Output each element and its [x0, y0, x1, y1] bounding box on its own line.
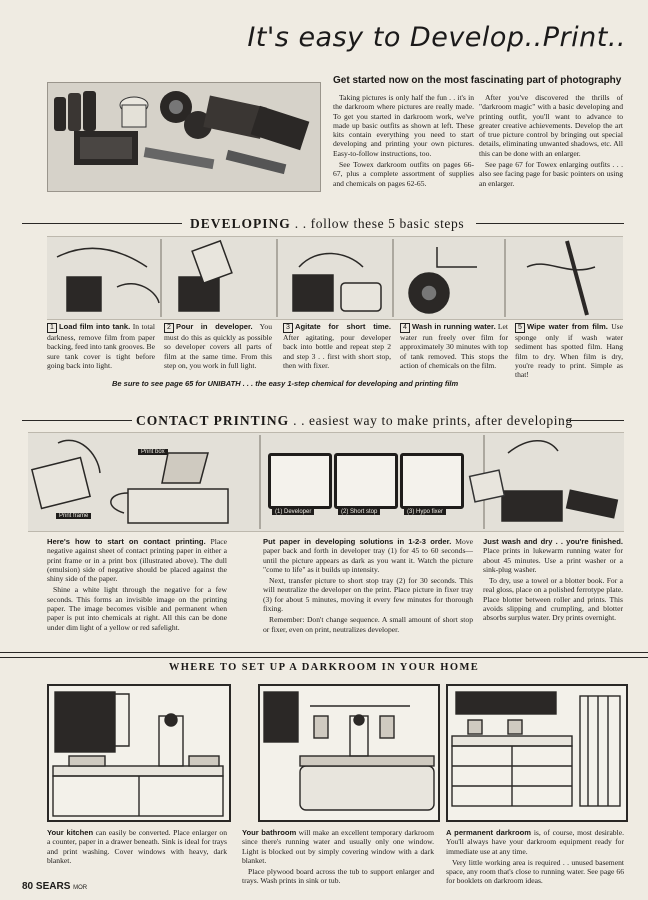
bathroom-illustration: [258, 684, 440, 822]
step-text: You must do this as quickly as possible …: [164, 322, 272, 370]
darkroom-col-1: Your kitchen can easily be converted. Pl…: [47, 828, 227, 867]
darkroom-heading: WHERE TO SET UP A DARKROOM IN YOUR HOME: [168, 662, 480, 673]
paragraph: Move paper back and forth in developer t…: [263, 537, 473, 574]
darkroom-col2-title: Your bathroom: [242, 828, 297, 837]
page-title: It's easy to Develop..Print..: [247, 22, 626, 53]
print-box-label: Print box: [138, 449, 168, 455]
kitchen-illustration: [47, 684, 231, 822]
paragraph: See Towex darkroom outfits on pages 66-6…: [333, 160, 474, 188]
contact-col-3: Just wash and dry . . you're finished. P…: [483, 537, 623, 625]
darkroom-outfit-photo: [47, 82, 321, 192]
contact-title: CONTACT PRINTING: [136, 413, 290, 428]
step-number: 1: [47, 323, 57, 333]
paragraph: Very little working area is required . .…: [446, 857, 624, 886]
step-text: Use sponge only if wash water sediment h…: [515, 322, 623, 380]
paragraph: Place plywood board across the tub to su…: [242, 867, 434, 886]
unibath-note: Be sure to see page 65 for UNIBATH . . .…: [112, 379, 459, 388]
contact-col3-title: Just wash and dry . . you're finished.: [483, 537, 623, 546]
paragraph: To dry, use a towel or a blotter book. F…: [483, 576, 623, 623]
developing-heading: DEVELOPING . . follow these 5 basic step…: [190, 216, 464, 232]
developer-tray: [268, 453, 332, 509]
contact-heading: CONTACT PRINTING . . easiest way to make…: [136, 413, 573, 429]
step-number: 3: [283, 323, 293, 333]
page-footer: 80 SEARS MOR: [22, 881, 87, 892]
intro-col-2: After you've discovered the thrills of "…: [479, 93, 623, 190]
contact-col-1: Here's how to start on contact printing.…: [47, 537, 227, 634]
step-text: In total darkness, remove film from pape…: [47, 322, 155, 370]
paragraph: Place prints in lukewarm running water f…: [483, 546, 623, 574]
contact-col1-title: Here's how to start on contact printing.: [47, 537, 206, 546]
step-title: Wipe water from film.: [527, 322, 608, 331]
paragraph: Taking pictures is only half the fun . .…: [333, 93, 474, 158]
paragraph: Next, transfer picture to short stop tra…: [263, 576, 473, 614]
darkroom-col-2: Your bathroom will make an excellent tem…: [242, 828, 434, 888]
step-number: 2: [164, 323, 174, 333]
paragraph: See page 67 for Towex enlarging outfits …: [479, 160, 623, 188]
paragraph: will make an excellent temporary darkroo…: [242, 828, 434, 865]
darkroom-col1-title: Your kitchen: [47, 828, 94, 837]
darkroom-col-3: A permanent darkroom is, of course, most…: [446, 828, 624, 888]
darkroom-col3-title: A permanent darkroom: [446, 828, 532, 837]
step-text: Let water run freely over film for appro…: [400, 322, 508, 370]
paragraph: After you've discovered the thrills of "…: [479, 93, 623, 158]
step-title: Load film into tank.: [59, 322, 131, 331]
contact-col2-title: Put paper in developing solutions in 1-2…: [263, 537, 452, 546]
contact-subtitle: . . easiest way to make prints, after de…: [293, 413, 573, 428]
developing-subtitle: . . follow these 5 basic steps: [294, 216, 465, 231]
divider: [22, 420, 132, 421]
print-frame-label: Print frame: [56, 513, 92, 519]
divider: [476, 223, 624, 224]
short-stop-tray: [334, 453, 398, 509]
intro-lead: Get started now on the most fascinating …: [333, 75, 622, 86]
catalog-code: MOR: [73, 885, 88, 891]
page-number: 80: [22, 881, 34, 892]
paragraph: Place negative against sheet of contact …: [47, 537, 227, 584]
divider: [22, 223, 182, 224]
paragraph: is, of course, most desirable. You'll al…: [446, 828, 624, 856]
paragraph: can easily be converted. Place enlarger …: [47, 828, 227, 865]
tray-label-short-stop: (2) Short stop: [338, 509, 381, 515]
step-title: Wash in running water.: [412, 322, 496, 331]
contact-illustrations: (1) Developer (2) Short stop (3) Hypo fi…: [28, 432, 624, 532]
tray-label-hypo-fixer: (3) Hypo fixer: [404, 509, 447, 515]
section-rule-double: [0, 652, 648, 658]
step-title: Pour in developer.: [176, 322, 253, 331]
step-title: Agitate for short time.: [295, 322, 391, 331]
developing-illustrations: [47, 236, 623, 320]
tray-label-developer: (1) Developer: [272, 509, 315, 515]
step-text: After agitating, pour developer back int…: [283, 333, 391, 370]
hypo-fixer-tray: [400, 453, 464, 509]
step-number: 4: [400, 323, 410, 333]
intro-col-1: Taking pictures is only half the fun . .…: [333, 93, 474, 190]
developing-title: DEVELOPING: [190, 216, 291, 231]
contact-col-2: Put paper in developing solutions in 1-2…: [263, 537, 473, 636]
brand-name: SEARS: [35, 881, 71, 892]
permanent-darkroom-illustration: [446, 684, 628, 822]
paragraph: Remember: Don't change sequence. A small…: [263, 615, 473, 634]
paragraph: Shine a white light through the negative…: [47, 585, 227, 632]
divider: [566, 420, 624, 421]
step-number: 5: [515, 323, 525, 333]
